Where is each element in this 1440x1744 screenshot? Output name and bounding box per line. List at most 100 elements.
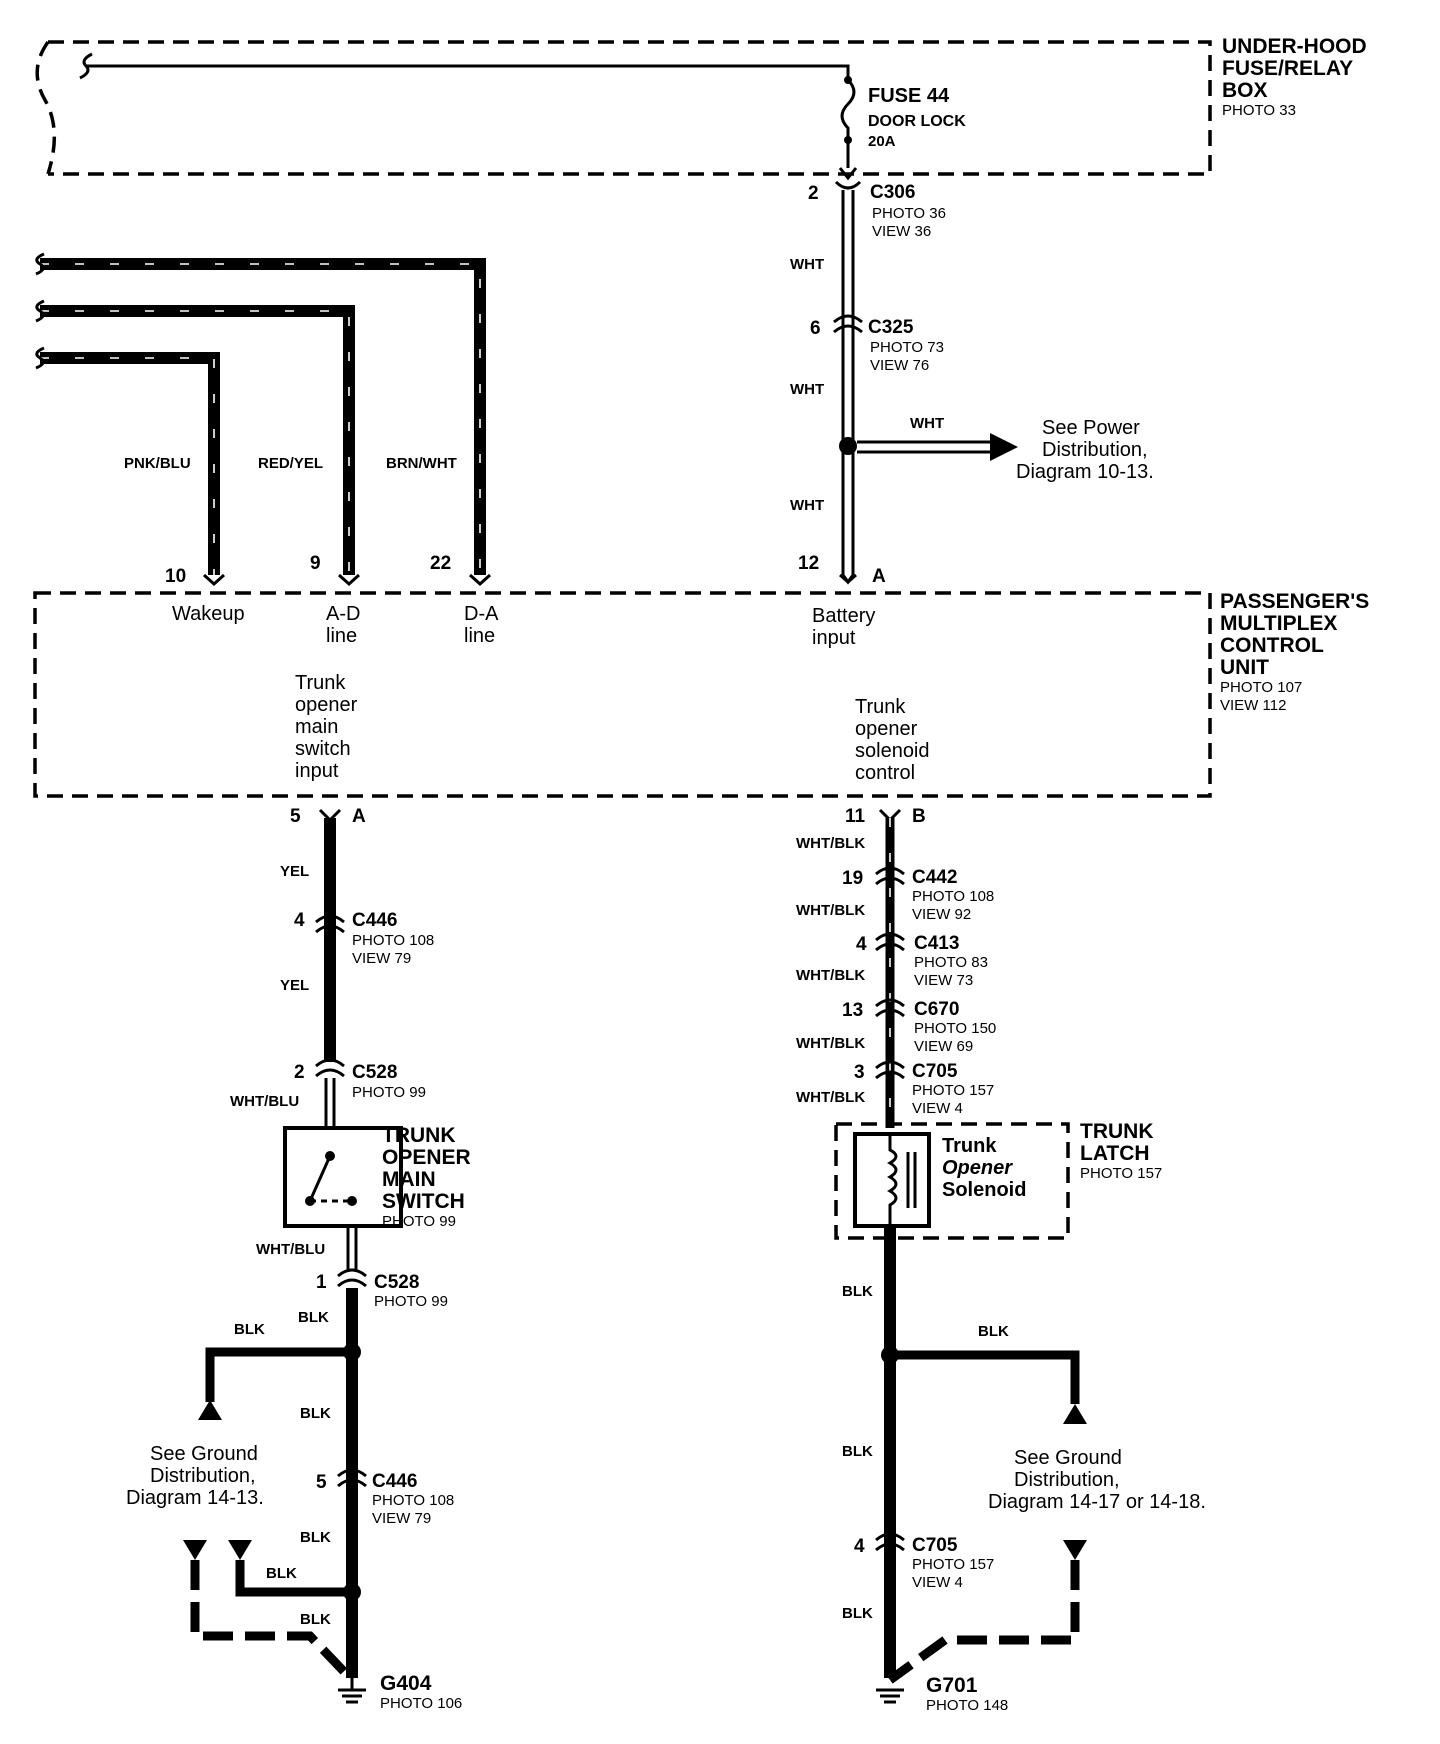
c442-photo: PHOTO 108 <box>912 888 994 905</box>
wire-color-label: BLK <box>842 1283 873 1300</box>
connector-c446-symbol <box>315 914 345 934</box>
c528-bot-name: C528 <box>374 1272 419 1293</box>
wire-color-label: BLK <box>234 1321 265 1338</box>
c413-name: C413 <box>914 933 959 954</box>
ground-ref-arrow-icon <box>228 1540 252 1560</box>
c446-top-pin: 4 <box>294 910 305 931</box>
input-ad: line <box>326 625 357 647</box>
fuse-terminal <box>844 76 852 84</box>
power-ref: Distribution, <box>1042 439 1148 461</box>
wire-color-label: BLK <box>298 1309 329 1326</box>
wire-color-label: BLK <box>266 1565 297 1582</box>
c442-name: C442 <box>912 867 957 888</box>
trunk-latch-title: TRUNK <box>1080 1120 1154 1143</box>
wire-color-label: BLK <box>842 1443 873 1460</box>
fuse-symbol <box>840 78 856 168</box>
fuse-box-outline <box>48 40 1212 176</box>
control-unit-title: MULTIPLEX <box>1220 612 1337 635</box>
ground-ref-left: Diagram 14-13. <box>126 1487 264 1509</box>
c705-bot-name: C705 <box>912 1535 958 1556</box>
input-main-switch: switch <box>295 738 351 760</box>
connector-c528-symbol <box>315 1058 345 1078</box>
c670-name: C670 <box>914 999 959 1020</box>
c670-photo: PHOTO 150 <box>914 1020 996 1037</box>
ground-ref-right: Distribution, <box>1014 1469 1120 1491</box>
connector-c413-symbol <box>875 932 905 952</box>
fuse-box-break-edge <box>35 40 57 175</box>
main-switch-title: TRUNK <box>382 1124 456 1147</box>
ground-ref-arrow-icon <box>1063 1540 1087 1560</box>
pin-wakeup: 10 <box>165 566 186 587</box>
c446-bot-pin: 5 <box>316 1472 327 1493</box>
c325-name: C325 <box>868 317 914 338</box>
connector-c670-symbol <box>875 998 905 1018</box>
ground-ref-arrow-icon <box>183 1540 207 1560</box>
c528-top-photo: PHOTO 99 <box>352 1084 426 1101</box>
ground-ref-arrow-icon <box>198 1400 222 1420</box>
power-ref: See Power <box>1042 417 1140 439</box>
trunk-latch-outline <box>834 1122 1070 1240</box>
connector-c442-symbol <box>875 866 905 886</box>
pin-battery-connector: A <box>872 566 886 587</box>
battery-pin-mark <box>839 573 857 584</box>
input-battery: Battery <box>812 605 875 627</box>
fuse-terminal <box>844 136 852 144</box>
wire-color-label: WHT/BLK <box>796 902 865 919</box>
splice-point <box>839 437 857 455</box>
fuse-box-photo: PHOTO 33 <box>1222 102 1296 119</box>
c325-view: VIEW 76 <box>870 357 929 374</box>
main-switch-title: OPENER <box>382 1146 471 1169</box>
wire-color-label: BLK <box>300 1529 331 1546</box>
wire-color-label: BLK <box>300 1611 331 1628</box>
brn-wht-wire-stripe <box>40 263 481 575</box>
wire-color-label: WHT/BLU <box>230 1093 299 1110</box>
wire-color-label: BLK <box>300 1405 331 1422</box>
control-unit-title: PASSENGER'S <box>1220 590 1369 613</box>
input-da: line <box>464 625 495 647</box>
wire-color-label: BLK <box>978 1323 1009 1340</box>
trunk-latch-title: LATCH <box>1080 1142 1150 1165</box>
wire-color-label: YEL <box>280 863 309 880</box>
c306-pin: 2 <box>808 183 819 204</box>
control-unit-title: CONTROL <box>1220 634 1324 657</box>
c705-bot-view: VIEW 4 <box>912 1574 963 1591</box>
wire-color-label: WHT <box>790 497 824 514</box>
solenoid-label: Solenoid <box>942 1179 1026 1201</box>
c306-photo: PHOTO 36 <box>872 205 946 222</box>
wire-color-label: BLK <box>842 1605 873 1622</box>
main-switch-box <box>283 1126 403 1228</box>
multiplex-control-unit: PASSENGER'S MULTIPLEX CONTROL UNIT PHOTO… <box>33 590 1369 798</box>
c528-bot-photo: PHOTO 99 <box>374 1293 448 1310</box>
wire-color-label: WHT/BLK <box>796 1089 865 1106</box>
c528-top-pin: 2 <box>294 1062 305 1083</box>
ground-g701-photo: PHOTO 148 <box>926 1697 1008 1714</box>
c446-top-name: C446 <box>352 910 397 931</box>
switch-lever <box>308 1155 332 1202</box>
ground-g701-name: G701 <box>926 1674 978 1697</box>
ground-ref-left: See Ground <box>150 1443 258 1465</box>
ground-ref-right: See Ground <box>1014 1447 1122 1469</box>
wire-color-label: YEL <box>280 977 309 994</box>
solenoid-coil-icon <box>887 1134 898 1226</box>
input-main-switch: input <box>295 760 339 782</box>
pin-battery: 12 <box>798 553 819 574</box>
input-solenoid-control: control <box>855 762 915 784</box>
control-unit-photo: PHOTO 107 <box>1220 679 1302 696</box>
fuse-box-title: BOX <box>1222 79 1268 102</box>
pin-da: 22 <box>430 553 451 574</box>
c670-pin: 13 <box>842 1000 863 1021</box>
input-main-switch: opener <box>295 694 358 716</box>
power-ref: Diagram 10-13. <box>1016 461 1154 483</box>
wire-color-label: PNK/BLU <box>124 455 191 472</box>
ground-g404-name: G404 <box>380 1672 432 1695</box>
power-wire <box>833 167 1018 585</box>
input-main-switch: Trunk <box>295 672 346 694</box>
c705-bot-photo: PHOTO 157 <box>912 1556 994 1573</box>
c446-bot-view: VIEW 79 <box>372 1510 431 1527</box>
c413-view: VIEW 73 <box>914 972 973 989</box>
wire-color-label: WHT <box>790 256 824 273</box>
fuse-feed-break <box>79 52 93 80</box>
pin-mark <box>202 573 226 587</box>
input-battery: input <box>812 627 856 649</box>
connector-c528-symbol <box>337 1268 367 1288</box>
